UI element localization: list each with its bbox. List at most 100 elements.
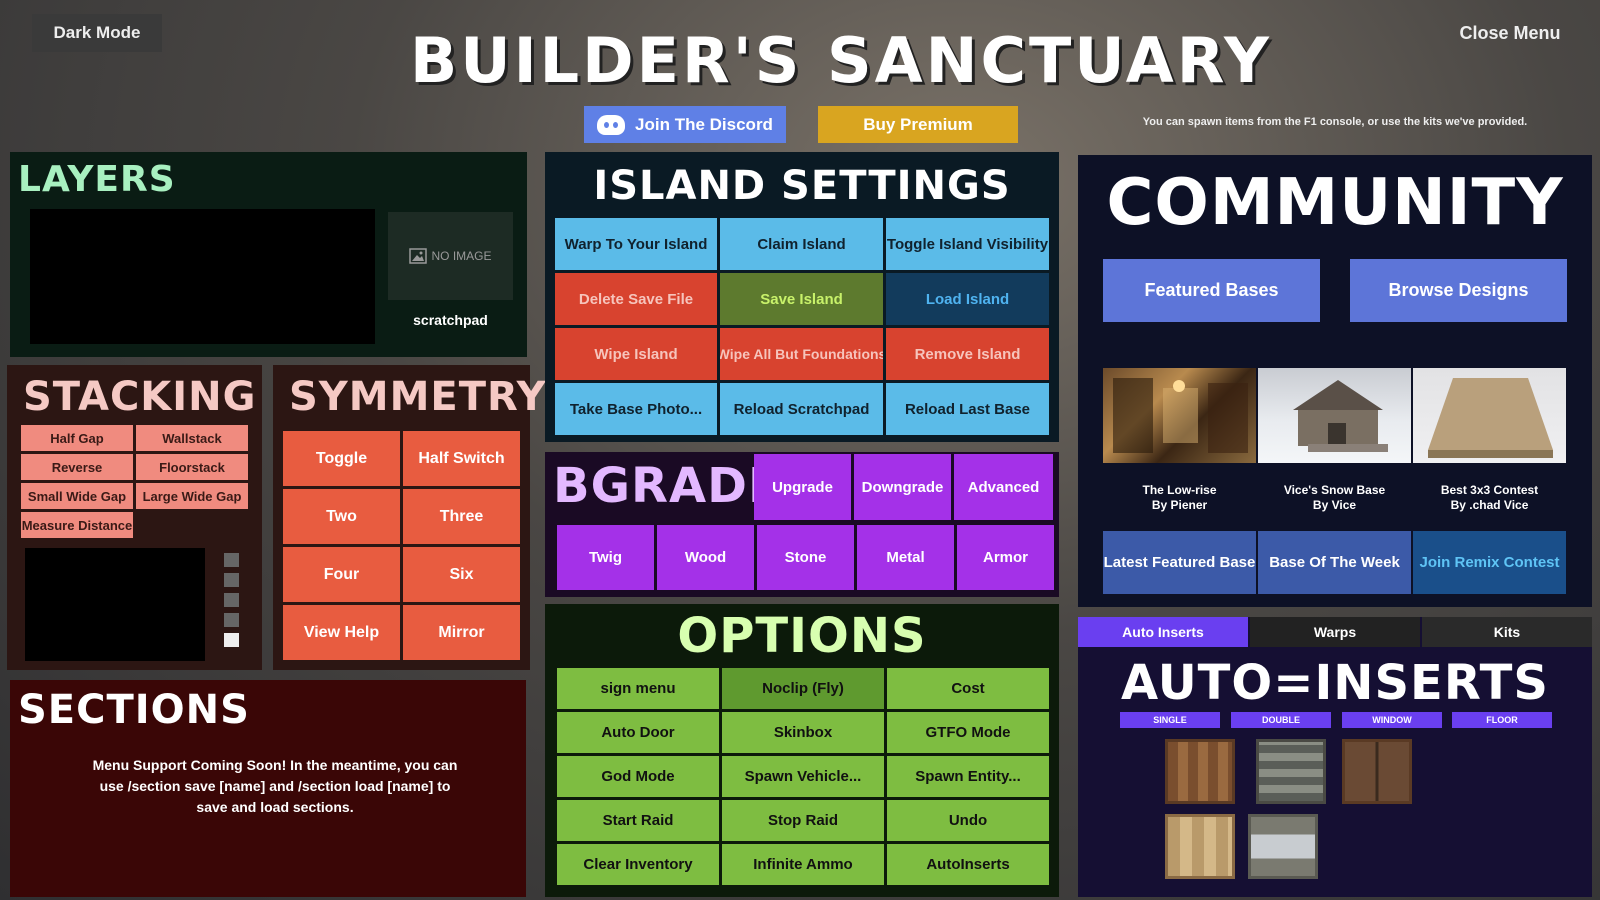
dark-mode-button[interactable]: Dark Mode <box>32 14 162 52</box>
symmetry-three-button[interactable]: Three <box>403 489 520 544</box>
base-of-the-week-button[interactable]: Base Of The Week <box>1258 531 1411 594</box>
base-author: By .chad Vice <box>1450 498 1529 512</box>
insert-item-metal-door[interactable] <box>1256 739 1326 804</box>
base-author: By Vice <box>1312 498 1357 512</box>
buy-premium-button[interactable]: Buy Premium <box>818 106 1018 143</box>
stack-level-dot[interactable] <box>224 593 239 607</box>
symmetry-title: SYMMETRY <box>289 374 547 420</box>
sections-info-text: Menu Support Coming Soon! In the meantim… <box>92 757 458 815</box>
start-raid-button[interactable]: Start Raid <box>557 800 719 841</box>
symmetry-two-button[interactable]: Two <box>283 489 400 544</box>
base-thumbnail-3x3[interactable] <box>1413 368 1566 463</box>
insert-single-tab[interactable]: SINGLE <box>1120 712 1220 728</box>
warp-to-island-button[interactable]: Warp To Your Island <box>555 218 717 270</box>
join-remix-contest-button[interactable]: Join Remix Contest <box>1413 531 1566 594</box>
stack-level-indicator[interactable] <box>224 553 239 647</box>
delete-save-file-button[interactable]: Delete Save File <box>555 273 717 325</box>
scratchpad-thumbnail[interactable]: NO IMAGE <box>388 212 513 300</box>
tab-auto-inserts[interactable]: Auto Inserts <box>1078 617 1248 647</box>
auto-inserts-panel: Auto Inserts Warps Kits AUTO=iNSERTS SIN… <box>1078 617 1592 897</box>
island-settings-panel: iSLAND SETTiNGS Warp To Your Island Clai… <box>545 152 1059 442</box>
insert-double-tab[interactable]: DOUBLE <box>1231 712 1331 728</box>
insert-item-double-door[interactable] <box>1342 739 1412 804</box>
god-mode-button[interactable]: God Mode <box>557 756 719 797</box>
insert-item-wood-door[interactable] <box>1165 739 1235 804</box>
remove-island-button[interactable]: Remove Island <box>886 328 1049 380</box>
floorstack-button[interactable]: Floorstack <box>136 454 248 480</box>
snow-base-image <box>1293 380 1388 452</box>
autoinserts-button[interactable]: AutoInserts <box>887 844 1049 885</box>
wipe-all-but-foundations-button[interactable]: Wipe All But Foundations <box>720 328 883 380</box>
spawn-hint-text: You can spawn items from the F1 console,… <box>1142 116 1528 128</box>
grade-metal-button[interactable]: Metal <box>857 525 954 590</box>
take-base-photo-button[interactable]: Take Base Photo... <box>555 383 717 435</box>
options-title: OPTiONS <box>677 608 927 664</box>
symmetry-four-button[interactable]: Four <box>283 547 400 602</box>
browse-designs-button[interactable]: Browse Designs <box>1350 259 1567 322</box>
latest-featured-base-button[interactable]: Latest Featured Base <box>1103 531 1256 594</box>
join-discord-label: Join The Discord <box>635 114 773 134</box>
grade-twig-button[interactable]: Twig <box>557 525 654 590</box>
auto-door-button[interactable]: Auto Door <box>557 712 719 753</box>
toggle-island-visibility-button[interactable]: Toggle Island Visibility <box>886 218 1049 270</box>
mirror-button[interactable]: Mirror <box>403 605 520 660</box>
sections-title: SECTiONS <box>18 687 250 733</box>
reload-scratchpad-button[interactable]: Reload Scratchpad <box>720 383 883 435</box>
wipe-island-button[interactable]: Wipe Island <box>555 328 717 380</box>
measure-distance-button[interactable]: Measure Distance <box>21 512 133 538</box>
skinbox-button[interactable]: Skinbox <box>722 712 884 753</box>
half-switch-button[interactable]: Half Switch <box>403 431 520 486</box>
grade-wood-button[interactable]: Wood <box>657 525 754 590</box>
upgrade-button[interactable]: Upgrade <box>754 454 851 520</box>
gtfo-mode-button[interactable]: GTFO Mode <box>887 712 1049 753</box>
symmetry-toggle-button[interactable]: Toggle <box>283 431 400 486</box>
stop-raid-button[interactable]: Stop Raid <box>722 800 884 841</box>
grade-stone-button[interactable]: Stone <box>757 525 854 590</box>
layers-title: LAYERS <box>18 159 176 200</box>
view-help-button[interactable]: View Help <box>283 605 400 660</box>
close-menu-button[interactable]: Close Menu <box>1459 22 1561 43</box>
sections-panel: SECTiONS Menu Support Coming Soon! In th… <box>10 680 526 897</box>
noclip-button[interactable]: Noclip (Fly) <box>722 668 884 709</box>
small-wide-gap-button[interactable]: Small Wide Gap <box>21 483 133 509</box>
base-thumbnail-snow[interactable] <box>1258 368 1411 463</box>
insert-window-tab[interactable]: WINDOW <box>1342 712 1442 728</box>
reverse-button[interactable]: Reverse <box>21 454 133 480</box>
sign-menu-button[interactable]: sign menu <box>557 668 719 709</box>
cost-button[interactable]: Cost <box>887 668 1049 709</box>
insert-item-window[interactable] <box>1248 814 1318 879</box>
undo-button[interactable]: Undo <box>887 800 1049 841</box>
clear-inventory-button[interactable]: Clear Inventory <box>557 844 719 885</box>
stack-level-dot[interactable] <box>224 573 239 587</box>
stack-level-dot[interactable] <box>224 553 239 567</box>
lowrise-image <box>1113 378 1248 453</box>
page-title: BUiLDER'S SANCTUARY <box>410 24 1272 97</box>
reload-last-base-button[interactable]: Reload Last Base <box>886 383 1049 435</box>
stack-level-dot[interactable] <box>224 613 239 627</box>
featured-bases-button[interactable]: Featured Bases <box>1103 259 1320 322</box>
spawn-vehicle-button[interactable]: Spawn Vehicle... <box>722 756 884 797</box>
symmetry-six-button[interactable]: Six <box>403 547 520 602</box>
insert-floor-tab[interactable]: FLOOR <box>1452 712 1552 728</box>
layers-canvas[interactable] <box>30 209 375 344</box>
downgrade-button[interactable]: Downgrade <box>854 454 951 520</box>
bgrade-panel: BGRADE Upgrade Downgrade Advanced Twig W… <box>545 452 1059 597</box>
tab-warps[interactable]: Warps <box>1250 617 1420 647</box>
symmetry-panel: SYMMETRY Toggle Half Switch Two Three Fo… <box>273 365 546 670</box>
base-thumbnail-lowrise[interactable] <box>1103 368 1256 463</box>
half-gap-button[interactable]: Half Gap <box>21 425 133 451</box>
spawn-entity-button[interactable]: Spawn Entity... <box>887 756 1049 797</box>
base-author: By Piener <box>1151 498 1208 512</box>
stack-level-dot-active[interactable] <box>224 633 239 647</box>
load-island-button[interactable]: Load Island <box>886 273 1049 325</box>
infinite-ammo-button[interactable]: Infinite Ammo <box>722 844 884 885</box>
join-discord-button[interactable]: Join The Discord <box>584 106 786 143</box>
claim-island-button[interactable]: Claim Island <box>720 218 883 270</box>
insert-item-light-door[interactable] <box>1165 814 1235 879</box>
advanced-button[interactable]: Advanced <box>954 454 1053 520</box>
tab-kits[interactable]: Kits <box>1422 617 1592 647</box>
save-island-button[interactable]: Save Island <box>720 273 883 325</box>
grade-armor-button[interactable]: Armor <box>957 525 1054 590</box>
large-wide-gap-button[interactable]: Large Wide Gap <box>136 483 248 509</box>
wallstack-button[interactable]: Wallstack <box>136 425 248 451</box>
